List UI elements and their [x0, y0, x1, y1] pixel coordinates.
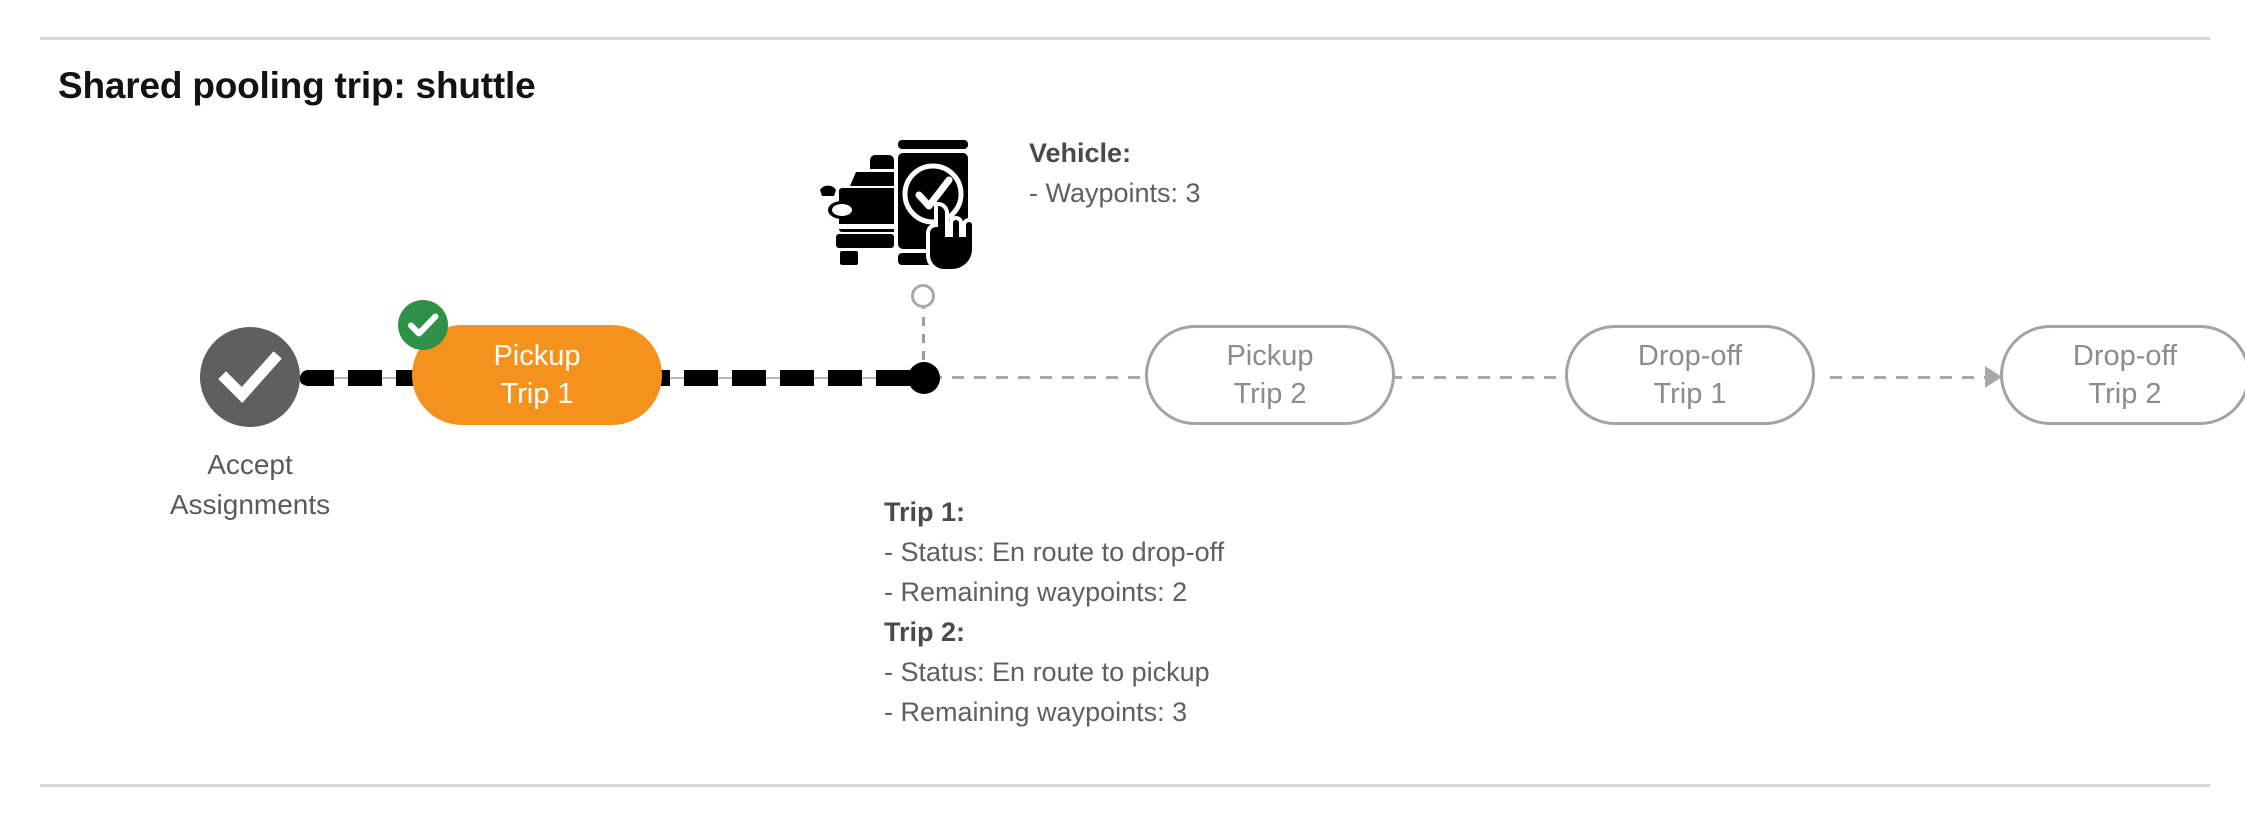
trip-2-waypoints-line: - Remaining waypoints: 3 — [884, 697, 1188, 727]
trip-2-heading-text: Trip 2 — [884, 617, 957, 647]
node-pickup-trip-1[interactable]: Pickup Trip 1 — [412, 325, 662, 425]
current-position-dot — [908, 362, 940, 394]
trip-1-status-line: - Status: En route to drop-off — [884, 537, 1225, 567]
waypoint-ring-icon — [911, 284, 935, 308]
divider-bottom — [40, 784, 2210, 787]
trip-1-waypoints-line: - Remaining waypoints: 2 — [884, 577, 1188, 607]
timeline-track-pending-1 — [930, 376, 1150, 379]
vehicle-annotation-line-1: - Waypoints: 3 — [1029, 178, 1201, 208]
check-mark-icon — [218, 351, 282, 404]
vehicle-annotation: Vehicle: - Waypoints: 3 — [1029, 133, 1201, 213]
timeline-track-pending-2 — [1390, 376, 1570, 379]
node-dropoff-trip-1[interactable]: Drop-off Trip 1 — [1565, 325, 1815, 425]
node-dropoff-trip-1-line1: Drop-off — [1637, 340, 1743, 372]
node-dropoff-trip-1-line2: Trip 1 — [1653, 378, 1727, 410]
node-dropoff-trip-2-line2: Trip 2 — [2088, 378, 2162, 410]
node-pickup-trip-2-line2: Trip 2 — [1233, 378, 1307, 410]
trip-2-heading: Trip 2: — [884, 612, 1224, 652]
completed-check-badge — [398, 300, 448, 350]
node-pickup-trip-1-line2: Trip 1 — [500, 378, 574, 410]
node-dropoff-trip-2[interactable]: Drop-off Trip 2 — [2000, 325, 2245, 425]
node-pickup-trip-2-line1: Pickup — [1226, 340, 1314, 372]
vehicle-connector-line — [922, 300, 925, 366]
badge-check-icon — [408, 313, 439, 337]
page-title: Shared pooling trip: shuttle — [58, 65, 536, 106]
accept-assignments-node[interactable] — [200, 327, 300, 427]
vehicle-annotation-heading: Vehicle: — [1029, 133, 1201, 173]
vehicle-annotation-heading-colon: : — [1122, 138, 1132, 168]
node-dropoff-trip-2-line1: Drop-off — [2072, 340, 2178, 372]
divider-top — [40, 37, 2210, 40]
trip-1-heading: Trip 1: — [884, 492, 1224, 532]
check-circle-icon — [200, 327, 300, 427]
trip-1-heading-text: Trip 1 — [884, 497, 957, 527]
accept-assignments-label-line1: Accept — [207, 449, 293, 480]
accept-assignments-label: Accept Assignments — [120, 445, 380, 525]
trips-annotation: Trip 1: - Status: En route to drop-off -… — [884, 492, 1224, 732]
timeline-track-pending-3 — [1830, 376, 2000, 379]
trip-2-heading-colon: : — [956, 617, 966, 647]
vehicle-annotation-heading-text: Vehicle — [1029, 138, 1123, 168]
car-phone-checkmark-hand-icon — [820, 140, 972, 270]
node-pickup-trip-1-line1: Pickup — [493, 340, 581, 372]
trip-1-heading-colon: : — [956, 497, 966, 527]
accept-assignments-label-line2: Assignments — [169, 489, 331, 520]
node-pickup-trip-2[interactable]: Pickup Trip 2 — [1145, 325, 1395, 425]
trip-2-status-line: - Status: En route to pickup — [884, 657, 1210, 687]
timeline-arrow-icon — [1985, 366, 2002, 388]
